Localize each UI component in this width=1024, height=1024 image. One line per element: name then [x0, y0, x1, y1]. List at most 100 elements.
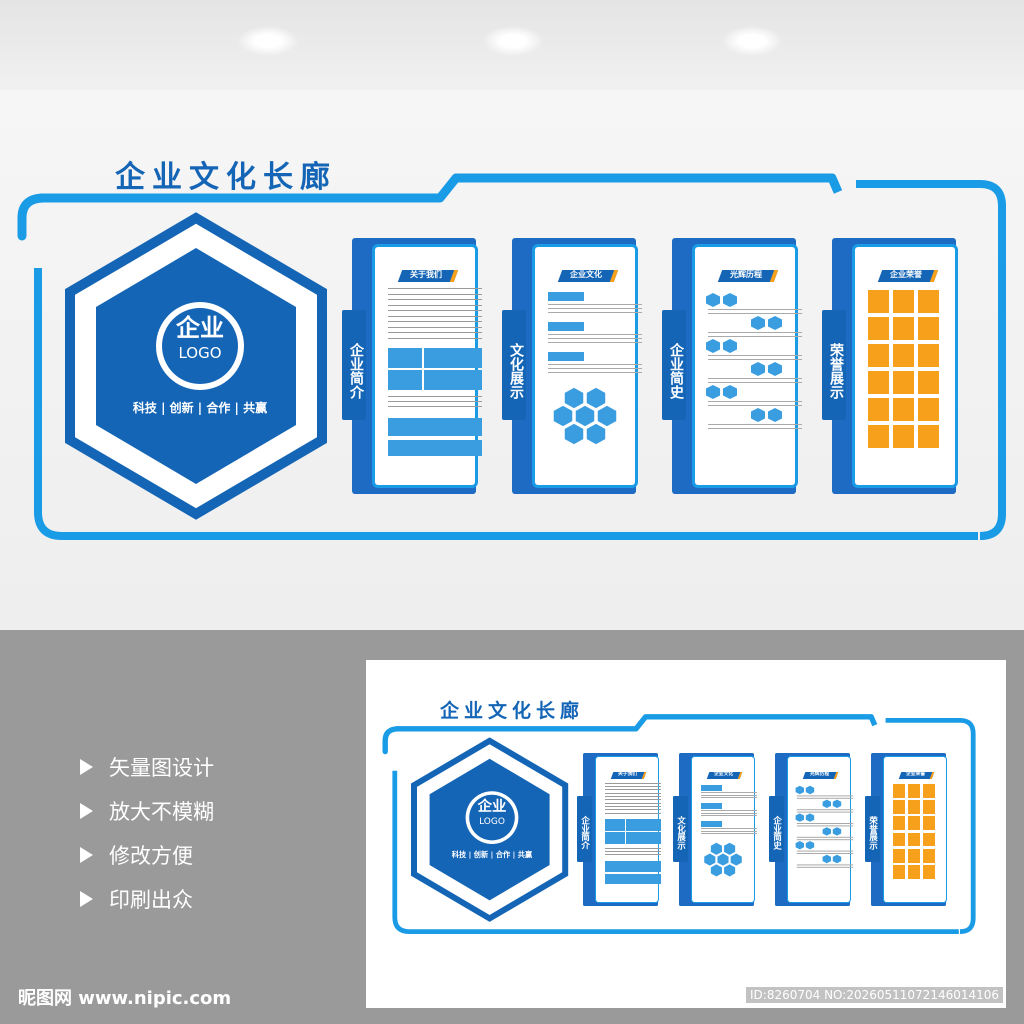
top-wall	[0, 0, 1024, 90]
panel-tab-label: 企业文化	[713, 771, 734, 777]
text-line	[708, 309, 802, 310]
panel-side-label: 企业简介	[580, 815, 591, 850]
feature-item: 放大不模糊	[80, 796, 214, 826]
timeline-hexagon	[822, 827, 831, 836]
info-bar	[700, 803, 723, 809]
honor-cell	[922, 865, 936, 879]
feature-item: 修改方便	[80, 840, 193, 870]
hexagon-cell	[723, 863, 737, 878]
logo-sub-text: LOGO	[178, 344, 222, 362]
hexagon-cluster	[552, 386, 618, 446]
panel-side-tab	[865, 796, 880, 862]
text-line	[548, 312, 642, 313]
panel-tab-label: 企业文化	[570, 270, 602, 279]
honor-cell	[922, 816, 936, 831]
text-line	[796, 823, 854, 824]
text-line	[796, 853, 854, 854]
honor-cell	[907, 832, 921, 847]
text-line	[700, 794, 758, 796]
text-line	[700, 828, 758, 830]
timeline-hexagon	[751, 316, 765, 330]
panel-side-label: 荣誉展示	[868, 815, 879, 850]
honor-cell	[893, 317, 914, 340]
panel-side-tab	[673, 796, 688, 862]
text-line	[388, 299, 482, 301]
text-line	[548, 342, 642, 343]
wall-title: 企业文化长廊	[115, 160, 337, 195]
honor-cell	[907, 784, 921, 798]
text-line	[700, 830, 758, 832]
panel-side-label: 文化展示	[508, 343, 524, 399]
text-line	[796, 850, 854, 852]
honor-cell	[918, 344, 939, 367]
panel-side-tab	[342, 310, 366, 420]
panel-side-label: 企业简介	[348, 343, 364, 399]
panel-side-tab	[769, 796, 784, 862]
hexagon-cell	[723, 841, 737, 856]
honor-cell	[868, 398, 889, 421]
honor-cell	[892, 784, 906, 798]
honor-cell	[922, 800, 936, 814]
timeline-hexagon	[723, 339, 737, 353]
logo-slogan: 科技 | 创新 | 合作 | 共赢	[132, 401, 268, 415]
panel-side-tab	[577, 796, 592, 862]
text-line	[604, 796, 662, 797]
text-line	[548, 364, 642, 365]
text-line	[604, 799, 662, 801]
info-bar	[548, 352, 584, 361]
text-line	[604, 853, 662, 855]
text-line	[548, 338, 642, 339]
text-line	[388, 288, 482, 290]
text-line	[604, 805, 662, 807]
honor-cell	[893, 398, 914, 421]
text-line	[388, 293, 482, 295]
logo-circle-inner	[162, 308, 238, 384]
text-line	[388, 337, 482, 339]
play-triangle-icon	[80, 759, 93, 775]
image-block	[604, 818, 626, 831]
text-line	[708, 401, 802, 402]
timeline-hexagon	[751, 362, 765, 376]
timeline-hexagon	[751, 408, 765, 422]
panel-tab-label: 光辉历程	[809, 771, 830, 777]
text-line	[548, 304, 642, 305]
image-block	[388, 348, 422, 368]
honor-cell	[907, 848, 921, 863]
hexagon-cell	[716, 852, 730, 867]
text-line	[604, 802, 662, 804]
timeline-hexagon	[768, 362, 782, 376]
frame-right-line	[885, 718, 976, 935]
timeline-hexagon	[723, 385, 737, 399]
image-block	[388, 418, 482, 436]
spotlight	[722, 26, 782, 56]
frame-corner-left	[382, 726, 402, 755]
timeline-graphic	[795, 785, 854, 868]
timeline-hexagon	[768, 316, 782, 330]
text-line	[700, 797, 758, 799]
timeline-hexagon	[805, 785, 815, 795]
text-line	[708, 336, 802, 337]
text-line	[796, 825, 854, 827]
image-block	[424, 348, 482, 368]
image-block	[604, 860, 662, 872]
timeline-hexagon	[822, 854, 831, 864]
watermark-brand: 昵图网 www.nipic.com	[18, 988, 232, 1009]
honor-cell	[922, 784, 936, 798]
honor-cell	[868, 425, 889, 448]
hexagon-cell	[563, 386, 585, 410]
honor-cell	[892, 848, 906, 863]
text-line	[548, 334, 642, 335]
text-line	[548, 372, 642, 373]
hexagon-cell	[709, 841, 723, 856]
feature-label: 放大不模糊	[109, 800, 214, 824]
timeline-hexagon	[832, 854, 842, 864]
text-line	[388, 326, 482, 328]
honor-cell	[907, 800, 921, 814]
honor-cell	[868, 344, 889, 367]
text-line	[796, 795, 854, 797]
text-line	[796, 864, 854, 866]
wall-frame	[17, 173, 1006, 540]
timeline-hexagon	[723, 293, 737, 307]
spotlight	[483, 26, 543, 56]
